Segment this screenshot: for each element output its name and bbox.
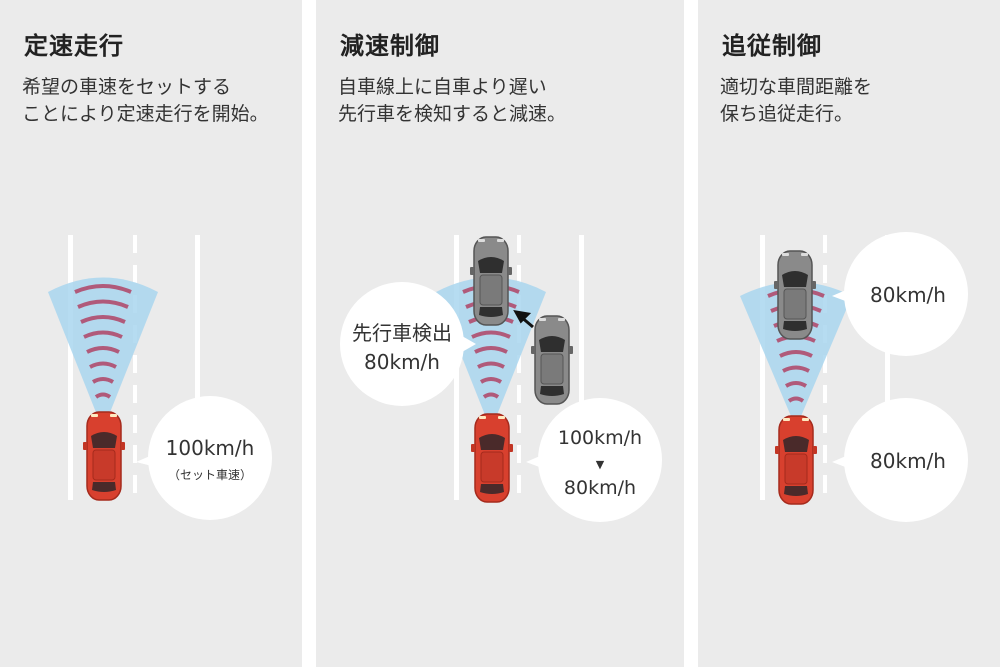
- own-speed-bubble: 80km/h: [832, 398, 968, 522]
- description-line: ことにより定速走行を開始。: [22, 103, 269, 125]
- panel-constant-speed: 定速走行 希望の車速をセットする ことにより定速走行を開始。 100km/h （…: [0, 0, 302, 667]
- panel-title: 減速制御: [340, 32, 440, 60]
- following-diagram: 80km/h 80km/h: [740, 232, 968, 522]
- radar-beam: [740, 282, 852, 428]
- description-line: 自車線上に自車より遅い: [338, 76, 547, 98]
- panel-description: 自車線上に自車より遅い 先行車を検知すると減速。: [338, 74, 566, 128]
- panel-deceleration: 減速制御 自車線上に自車より遅い 先行車を検知すると減速。 先行車: [316, 0, 684, 667]
- road-edge-line: [579, 235, 584, 500]
- own-vehicle-speed: 80km/h: [870, 449, 946, 473]
- detection-bubble: 先行車検出 80km/h: [340, 282, 476, 406]
- own-vehicle: [774, 415, 818, 505]
- description-line: 適切な車間距離を: [720, 76, 873, 98]
- panel-description: 希望の車速をセットする ことにより定速走行を開始。: [22, 74, 269, 128]
- panel-title: 定速走行: [24, 32, 124, 60]
- detection-label: 先行車検出: [352, 321, 452, 345]
- road-edge-line: [195, 235, 200, 500]
- preceding-vehicle: [469, 236, 513, 326]
- own-vehicle: [470, 413, 514, 503]
- own-vehicle: [82, 411, 126, 501]
- cut-in-vehicle: [530, 315, 574, 405]
- description-line: 先行車を検知すると減速。: [338, 103, 567, 125]
- set-speed-caption: （セット車速）: [168, 468, 252, 482]
- constant-speed-diagram: 100km/h （セット車速）: [48, 235, 272, 520]
- preceding-vehicle: [773, 250, 817, 340]
- panel-title: 追従制御: [722, 32, 822, 60]
- lead-speed-bubble: 80km/h: [832, 232, 968, 356]
- panel-description: 適切な車間距離を 保ち追従走行。: [720, 74, 872, 128]
- radar-waves: [74, 284, 132, 399]
- detected-speed: 80km/h: [364, 350, 440, 374]
- detection-arrow: [513, 310, 534, 329]
- down-triangle-icon: ▼: [596, 458, 605, 471]
- speed-before: 100km/h: [558, 427, 642, 449]
- panel-following: 追従制御 適切な車間距離を 保ち追従走行。 80km/h 80k: [698, 0, 1000, 667]
- description-line: 保ち追従走行。: [720, 103, 854, 125]
- road-edge-line: [885, 235, 890, 500]
- speed-change-bubble: 100km/h ▼ 80km/h: [526, 398, 662, 522]
- description-line: 希望の車速をセットする: [22, 76, 232, 98]
- speed-after: 80km/h: [564, 477, 636, 499]
- road-edge-line: [68, 235, 73, 500]
- set-speed-value: 100km/h: [166, 436, 255, 460]
- road-edge-line: [760, 235, 765, 500]
- radar-beam: [48, 277, 158, 430]
- lead-vehicle-speed: 80km/h: [870, 283, 946, 307]
- speed-bubble: 100km/h （セット車速）: [136, 396, 272, 520]
- deceleration-diagram: 先行車検出 80km/h 100km/h ▼ 80km/h: [340, 235, 662, 522]
